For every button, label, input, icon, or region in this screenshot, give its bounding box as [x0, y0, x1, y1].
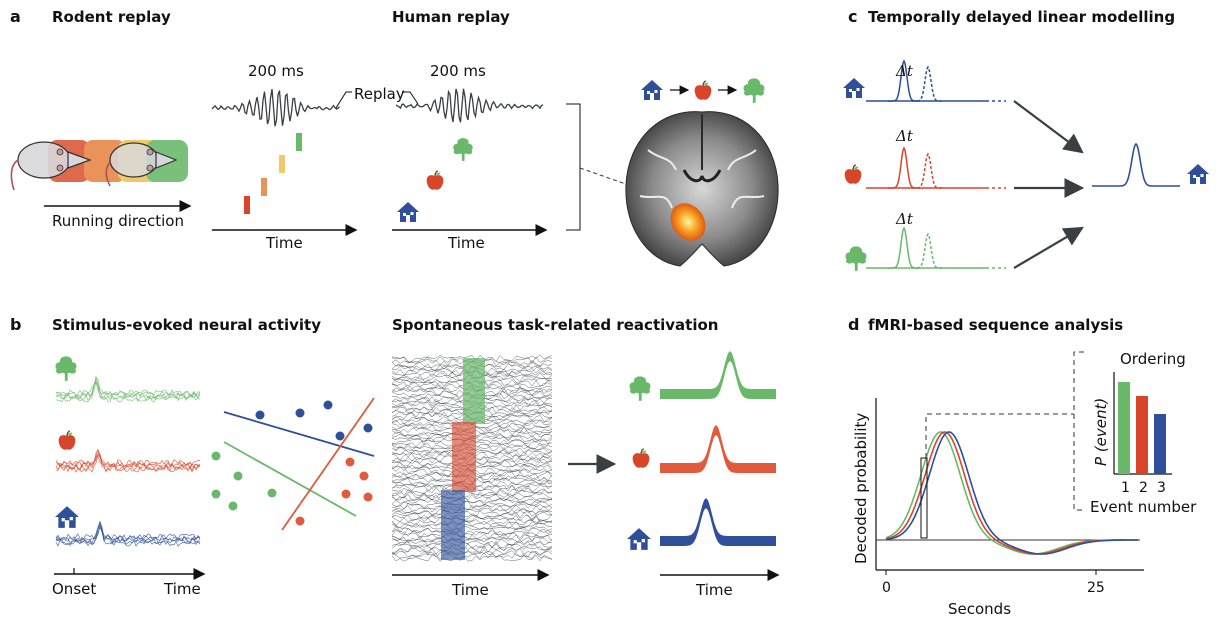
tdlm-title: Temporally delayed linear modelling [868, 8, 1175, 26]
x-tick-label: 0 [882, 580, 891, 596]
human-replay-title: Human replay [392, 8, 510, 26]
tree-icon [845, 246, 867, 271]
inset-tick-label: 2 [1139, 480, 1148, 496]
replay-bracket-right [402, 91, 419, 105]
tdlm-output-curve [1092, 142, 1180, 187]
inset-tick-label: 3 [1157, 480, 1166, 496]
replay-label: Replay [354, 85, 405, 103]
rodent-duration-label: 200 ms [248, 62, 304, 80]
apple-icon [843, 164, 863, 185]
inset-bar [1118, 382, 1130, 474]
inset-xlabel: Event number [1090, 498, 1197, 516]
sequence-bar [244, 196, 250, 214]
inset-ylabel: P (event) [1092, 398, 1110, 466]
rodent-time-label: Time [265, 234, 303, 252]
converge-arrow [1013, 100, 1084, 154]
output-time-label: Time [695, 581, 733, 599]
human-time-label: Time [447, 234, 485, 252]
rat-icon [105, 142, 178, 187]
apple-icon [57, 430, 77, 451]
apple-icon [631, 448, 651, 469]
apple-icon [693, 80, 713, 101]
running-direction-label: Running direction [52, 212, 184, 230]
inset-title: Ordering [1120, 350, 1186, 368]
tree-icon [55, 356, 77, 381]
human-ripple-trace [395, 88, 544, 123]
house-icon [641, 80, 663, 100]
inset-bar [1154, 414, 1166, 474]
panel-a-letter: a [10, 7, 21, 26]
evoked-traces [55, 376, 201, 547]
evoked-title: Stimulus-evoked neural activity [52, 316, 321, 334]
sequence-bar [261, 178, 267, 196]
house-icon [397, 202, 419, 222]
inset-bracket [1073, 351, 1084, 511]
rodent-replay-title: Rodent replay [52, 8, 171, 26]
panel-d-letter: d [848, 315, 859, 334]
rat-icon [10, 141, 92, 191]
classifier-scatter [211, 397, 375, 531]
house-icon [1187, 164, 1209, 184]
inset-bar [1136, 396, 1148, 474]
tree-icon [743, 78, 765, 103]
inset-tick-label: 1 [1121, 480, 1130, 496]
tdlm-rows [866, 59, 1006, 269]
human-duration-label: 200 ms [430, 62, 486, 80]
bracket [566, 103, 581, 231]
house-icon [55, 506, 79, 528]
evoked-time-label: Time [163, 580, 201, 598]
hrf-curve [885, 431, 1138, 555]
sequence-bar [296, 133, 302, 151]
replay-bracket-left [335, 91, 352, 109]
rodent-ripple-trace [211, 88, 340, 127]
fmri-xlabel: Seconds [948, 600, 1011, 618]
brain-icon [625, 111, 779, 267]
panel-b-letter: b [10, 315, 21, 334]
house-icon [843, 78, 865, 98]
reactivation-tree-curve [660, 351, 776, 399]
reactivation-raster [391, 354, 553, 562]
sequence-bar [279, 155, 285, 173]
fmri-ylabel: Decoded probability [852, 413, 870, 564]
apple-icon [425, 170, 445, 191]
reactivation-house-curve [660, 498, 776, 546]
time-window-box [920, 457, 928, 539]
fmri-chart: 0 25 Seconds Decoded probability [852, 351, 1144, 618]
panel-c-letter: c [848, 7, 857, 26]
raster-time-label: Time [451, 581, 489, 599]
delta-t-label: Δt [895, 210, 914, 228]
converge-arrow [1013, 226, 1084, 269]
inset-connector [925, 413, 1074, 458]
reactivation-apple-curve [660, 425, 776, 473]
ordering-inset: Ordering 1 2 3 Event number P (event) [1090, 350, 1197, 516]
tree-icon [453, 138, 473, 161]
delta-t-label: Δt [895, 62, 914, 80]
spontaneous-title: Spontaneous task-related reactivation [392, 316, 718, 334]
x-tick-label: 25 [1087, 580, 1105, 596]
house-icon [627, 528, 651, 550]
onset-label: Onset [52, 580, 96, 598]
delta-t-label: Δt [895, 127, 914, 145]
tree-icon [629, 376, 651, 401]
fmri-title: fMRI-based sequence analysis [868, 316, 1123, 334]
